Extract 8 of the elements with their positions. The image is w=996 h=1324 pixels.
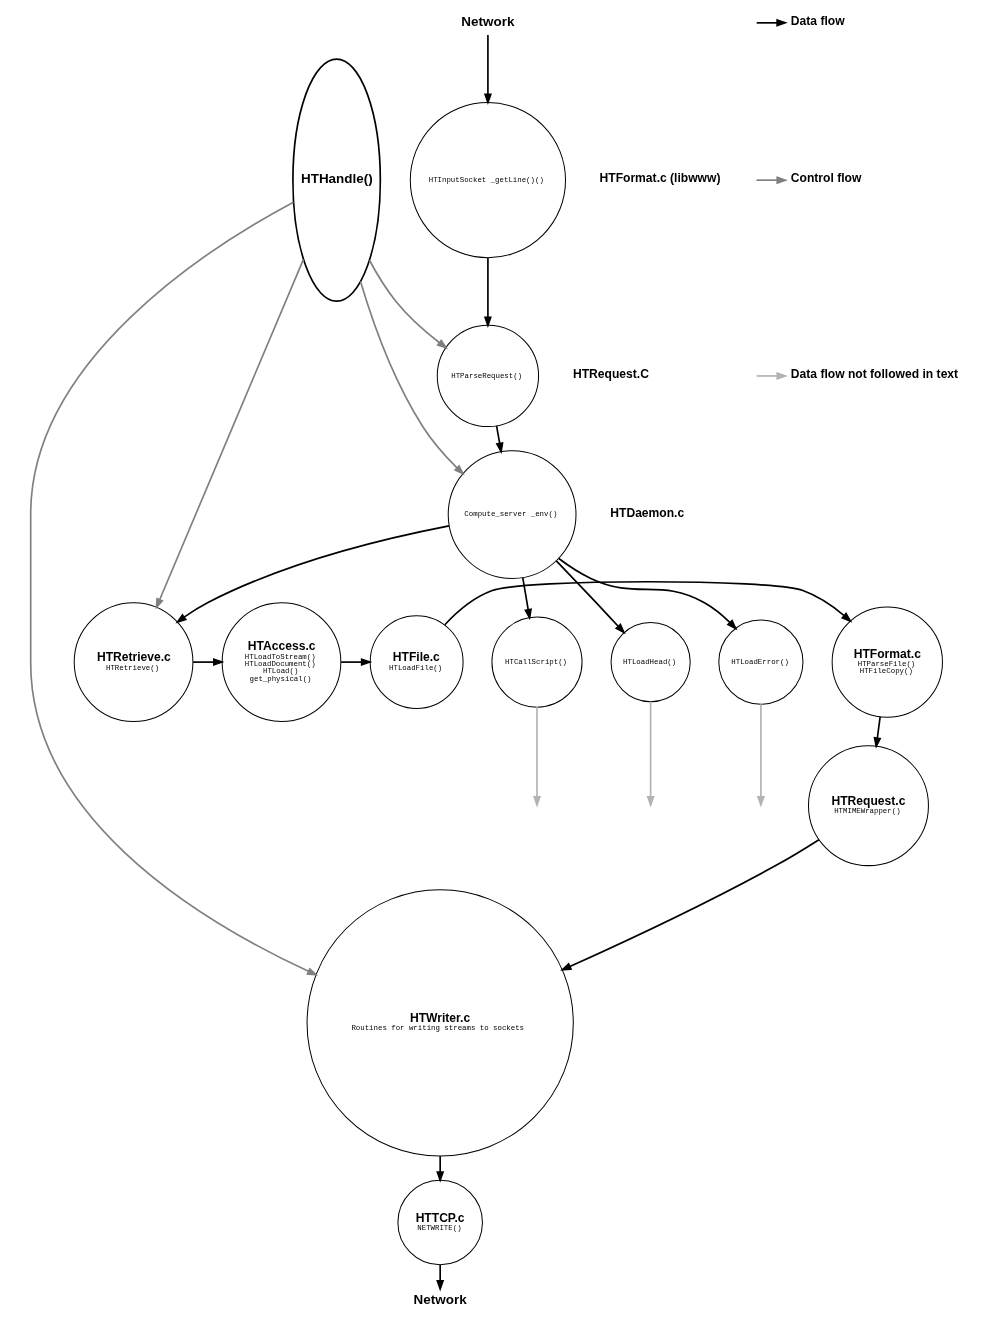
node-label: HTFormat.c (libwww) — [599, 171, 720, 186]
node-label: HTRequest.C — [572, 367, 649, 382]
legend-label: Control flow — [790, 171, 861, 186]
node-text: Network — [413, 1291, 467, 1307]
node-label: HTDaemon.c — [609, 505, 684, 520]
node-text: Network — [460, 13, 514, 29]
legend-label: Data flow not followed in text — [790, 367, 958, 382]
legend-label: Data flow — [790, 14, 845, 29]
